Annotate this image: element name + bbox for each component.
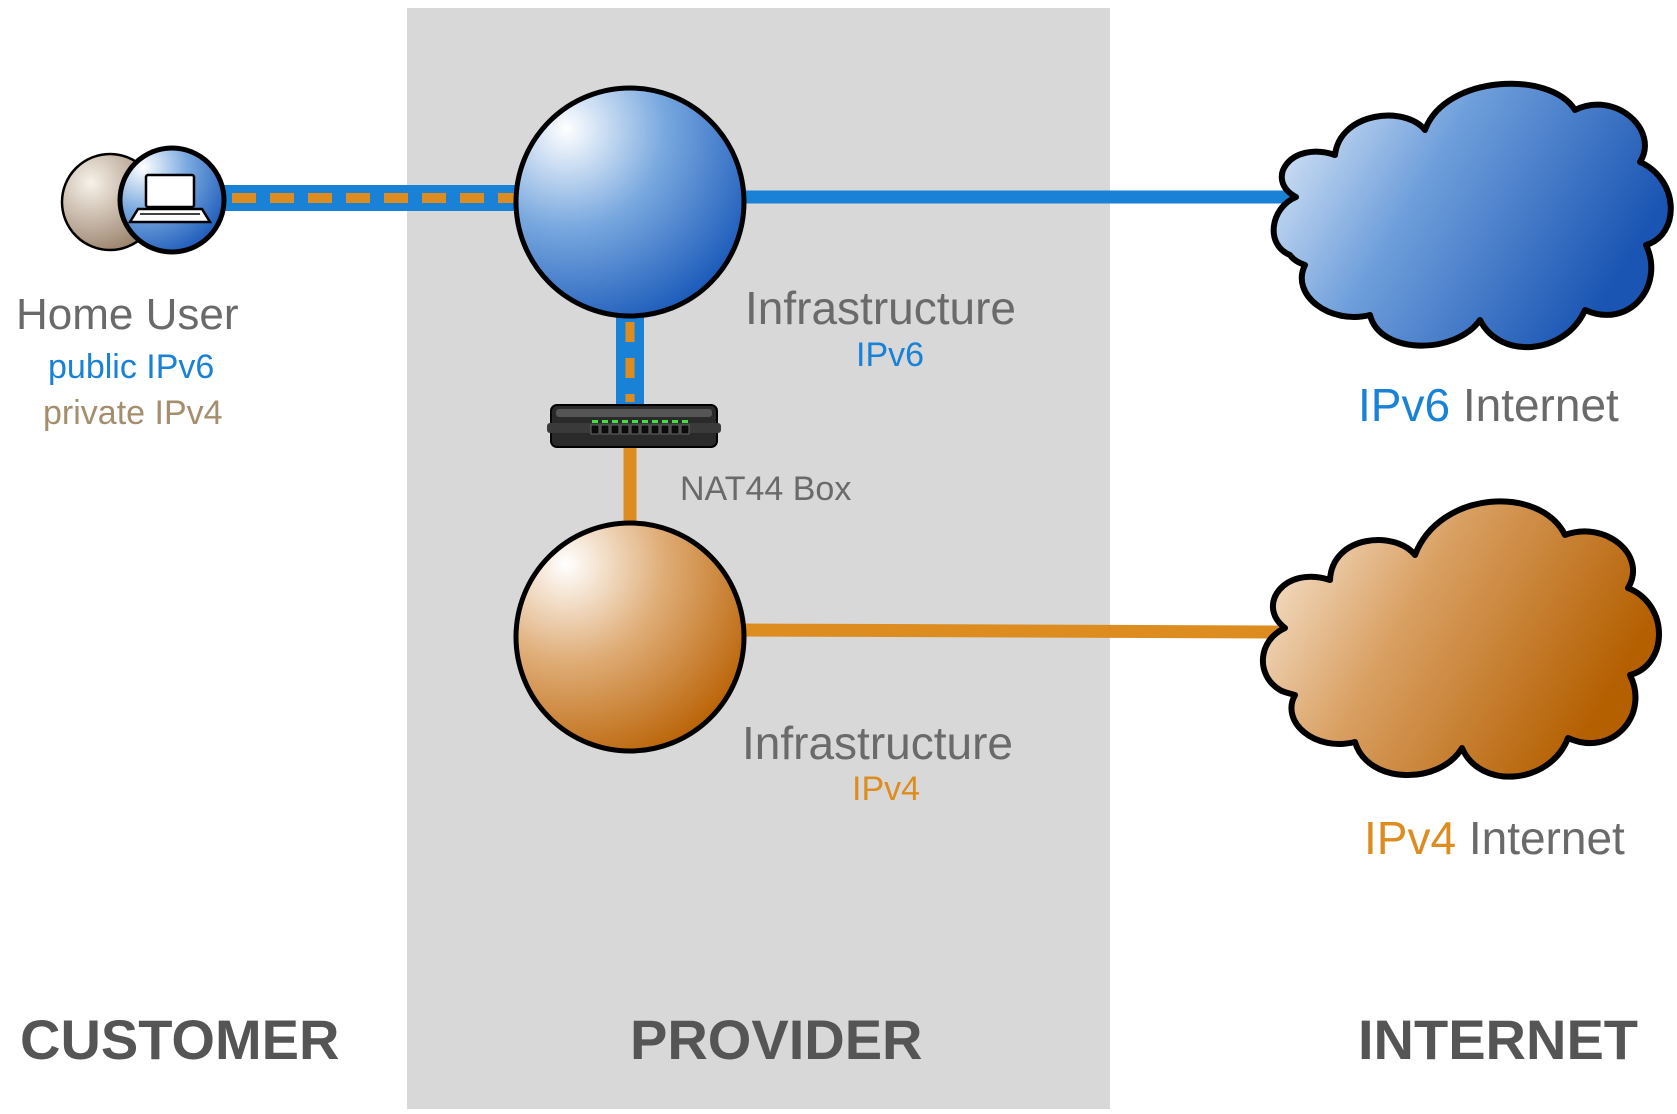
ipv6-cloud-icon	[1270, 80, 1674, 351]
infrastructure-ipv4-title: Infrastructure	[742, 717, 1013, 769]
infrastructure-ipv6-proto: IPv6	[856, 336, 925, 374]
home-user-private-label: private IPv4	[43, 394, 223, 432]
home-user-tunnel-link	[215, 185, 520, 211]
infrastructure-ipv4-proto: IPv4	[852, 770, 921, 808]
ipv4-internet-proto: IPv4	[1364, 812, 1457, 864]
nat-tunnel-link	[616, 315, 644, 410]
home-user-node	[60, 145, 227, 255]
customer-zone-label: CUSTOMER	[20, 1008, 340, 1071]
home-user-title: Home User	[16, 290, 239, 339]
infrastructure-ipv6-title: Infrastructure	[745, 282, 1016, 334]
provider-zone-label: PROVIDER	[630, 1008, 923, 1071]
laptop-icon	[127, 173, 213, 224]
ipv4-internet-text: Internet	[1468, 812, 1625, 864]
provider-zone-band	[407, 8, 1110, 1109]
nat44-box-label: NAT44 Box	[680, 470, 852, 508]
home-user-public-label: public IPv6	[48, 348, 215, 386]
ipv6-internet-label: IPv6 Internet	[1358, 382, 1619, 428]
ipv6-internet-proto: IPv6	[1358, 379, 1451, 431]
internet-zone-label: INTERNET	[1358, 1008, 1638, 1071]
switch-icon	[547, 404, 721, 448]
ipv6-internet-text: Internet	[1462, 379, 1619, 431]
ipv4-internet-label: IPv4 Internet	[1364, 815, 1625, 861]
infrastructure-ipv4-node	[513, 520, 747, 754]
infrastructure-ipv6-node	[513, 85, 747, 319]
ipv4-uplink-line	[744, 623, 1281, 639]
ipv4-cloud-icon	[1260, 498, 1662, 780]
